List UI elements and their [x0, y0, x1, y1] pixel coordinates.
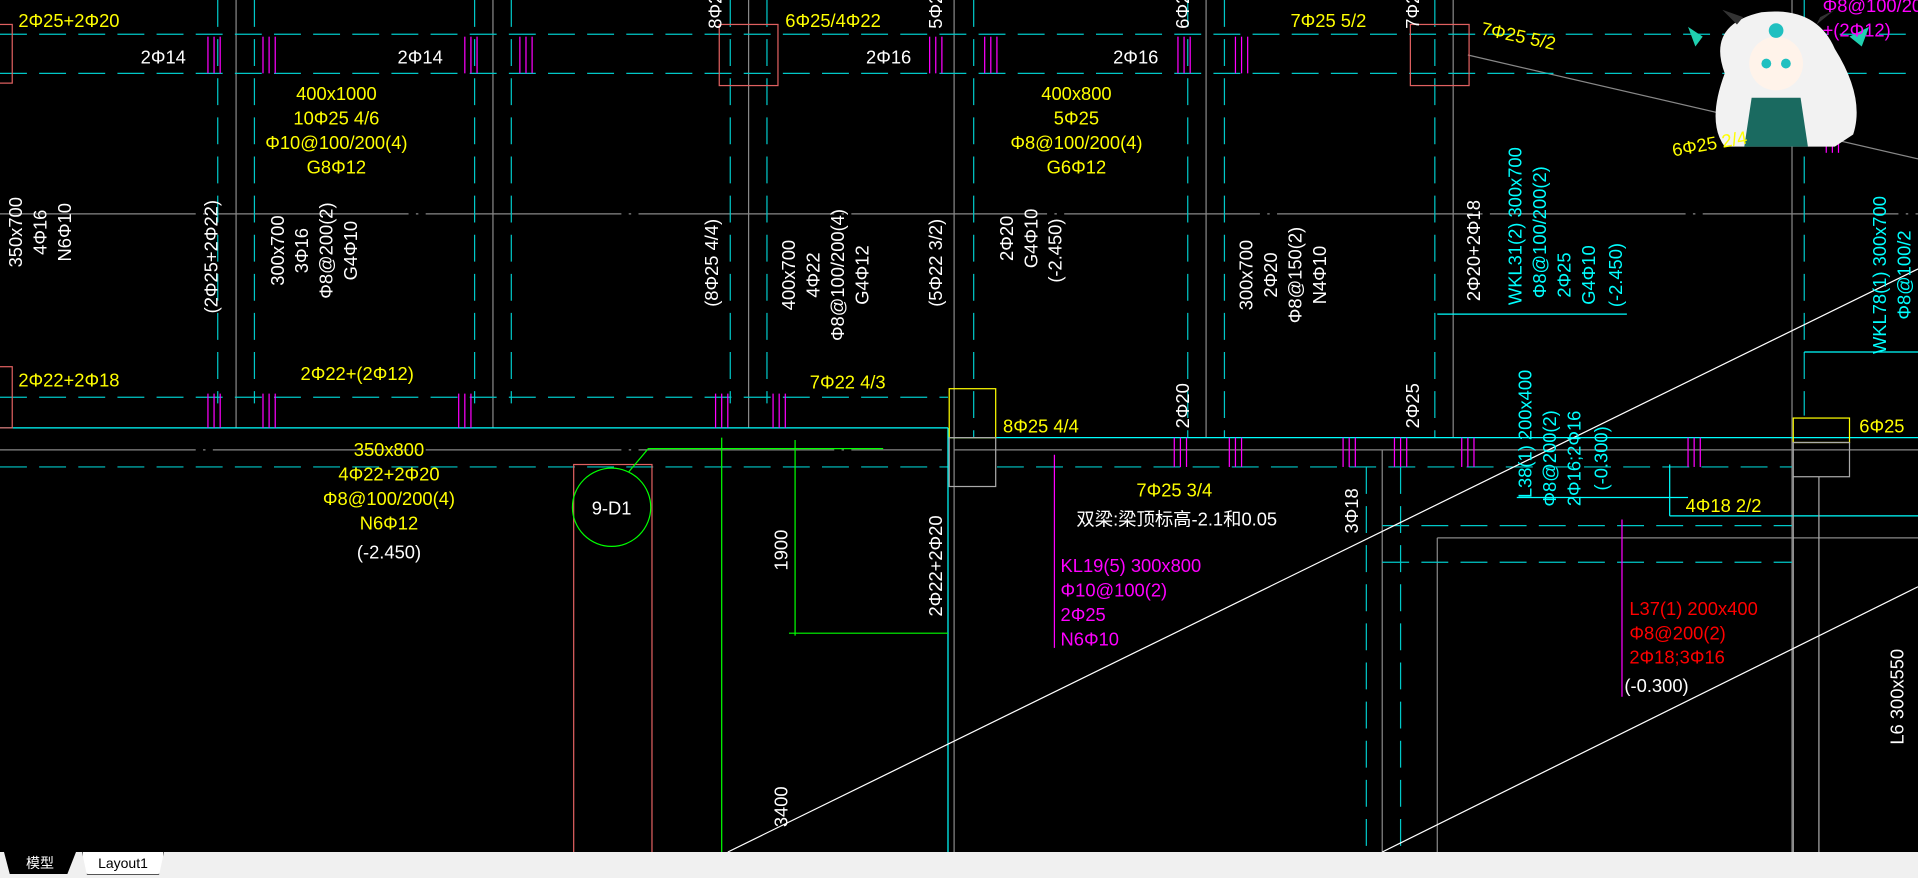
drawing-label: 6Φ25	[1172, 0, 1193, 29]
drawing-label: (-2.450)	[357, 542, 421, 563]
drawing-label: 2Φ14	[141, 47, 186, 68]
drawing-label: (-2.450)	[1605, 243, 1626, 307]
drawing-label: 400x800	[1041, 83, 1111, 104]
drawing-label: Φ8@100/200	[1823, 0, 1918, 16]
tab-layout1[interactable]: Layout1	[82, 852, 164, 875]
drawing-label: 7Φ25 5/2	[1290, 10, 1366, 31]
drawing-label: 2Φ22+2Φ20	[925, 515, 946, 616]
drawing-label: 7Φ25	[1402, 0, 1423, 29]
drawing-label: L37(1) 200x400	[1629, 598, 1757, 619]
layout-tab-bar: 模型 Layout1	[0, 852, 1918, 878]
drawing-label: (5Φ22 3/2)	[925, 219, 946, 307]
drawing-label: 7Φ25 5/2	[1479, 18, 1558, 54]
drawing-label: 3Φ18	[1341, 488, 1362, 533]
drawing-label: 2Φ20	[1260, 252, 1281, 297]
drawing-label: 10Φ25 4/6	[293, 108, 379, 129]
drawing-label: Φ8@100/200(4)	[827, 209, 848, 341]
drawing-label: 2Φ25	[1554, 252, 1575, 297]
drawing-label: Φ8@200(2)	[1629, 622, 1725, 643]
drawing-label: 2Φ16	[866, 47, 911, 68]
drawing-label: Φ8@100/200(4)	[323, 488, 455, 509]
drawing-label: WKL78(1) 300x700	[1869, 196, 1890, 354]
drawing-label: L6 300x550	[1886, 649, 1907, 745]
drawing-label: 3Φ16	[291, 228, 312, 273]
drawing-label: 300x700	[1236, 240, 1257, 310]
drawing-label: Φ10@100/200(4)	[265, 132, 407, 153]
drawing-label: KL19(5) 300x800	[1061, 555, 1202, 576]
drawing-label: (-0.300)	[1624, 675, 1688, 696]
drawing-label: Φ8@100/200(4)	[1010, 132, 1142, 153]
drawing-label: 400x1000	[296, 83, 377, 104]
drawing-label: 5Φ25	[925, 0, 946, 29]
drawing-label: N6Φ10	[54, 203, 75, 261]
drawing-label: G4Φ10	[1578, 245, 1599, 304]
drawing-label: 2Φ18;3Φ16	[1629, 647, 1725, 668]
drawing-label: L38(1) 200x400	[1514, 370, 1535, 498]
drawing-label: 2Φ25	[1061, 604, 1106, 625]
drawing-label: 2Φ20	[1172, 383, 1193, 428]
drawing-label: 7Φ22 4/3	[810, 372, 886, 393]
drawing-label: 2Φ14	[398, 47, 443, 68]
cad-drawing-canvas[interactable]: 2Φ25+2Φ20 6Φ25/4Φ22 7Φ25 5/2 7Φ25 5/2 400x10…	[0, 0, 1918, 852]
drawing-label: G4Φ12	[851, 245, 872, 304]
drawing-label: 1900	[771, 530, 792, 571]
drawing-label: WKL31(2) 300x700	[1505, 147, 1526, 305]
mascot-sticker-image	[1688, 9, 1870, 147]
drawing-label: 9-D1	[592, 498, 632, 519]
drawing-label: 2Φ22+2Φ18	[18, 369, 119, 390]
drawing-label: +(2Φ12)	[1823, 20, 1891, 41]
drawing-label: G4Φ10	[1020, 209, 1041, 268]
drawing-label: G6Φ12	[1047, 157, 1106, 178]
drawing-label: 4Φ16	[29, 210, 50, 255]
drawing-label: (2Φ25+2Φ22)	[201, 200, 222, 313]
drawing-label: 4Φ22+2Φ20	[338, 463, 439, 484]
drawing-label: 350x700	[5, 197, 26, 267]
drawing-label: 6Φ25	[1859, 416, 1904, 437]
drawing-label: 400x700	[778, 240, 799, 310]
drawing-label: 2Φ16	[1113, 47, 1158, 68]
drawing-label: 2Φ22+(2Φ12)	[300, 363, 413, 384]
drawing-label: Φ8@200(2)	[1539, 410, 1560, 506]
drawing-labels: 2Φ25+2Φ20 6Φ25/4Φ22 7Φ25 5/2 7Φ25 5/2 400x10…	[5, 0, 1918, 827]
drawing-label: 2Φ16;2Φ16	[1563, 411, 1584, 506]
drawing-label: 6Φ25 2/4	[1670, 127, 1748, 161]
drawing-label: 2Φ25	[1402, 383, 1423, 428]
drawing-label: Φ8@150(2)	[1284, 227, 1305, 323]
drawing-label: (8Φ25 4/4)	[701, 219, 722, 307]
drawing-label: 2Φ25+2Φ20	[18, 10, 119, 31]
drawing-label: 6Φ25/4Φ22	[785, 10, 881, 31]
drawing-label: 300x700	[267, 215, 288, 285]
drawing-label: Φ8@100/2	[1894, 230, 1915, 319]
drawing-label: 2Φ20	[996, 216, 1017, 261]
drawing-label: 4Φ18 2/2	[1686, 495, 1762, 516]
drawing-label: 4Φ22	[803, 252, 824, 297]
drawing-lines	[0, 0, 1918, 852]
tab-model[interactable]: 模型	[4, 852, 76, 874]
drawing-label: Φ10@100(2)	[1061, 580, 1168, 601]
drawing-label: Φ8@100/200(2)	[1529, 166, 1550, 298]
drawing-label: 7Φ25 3/4	[1136, 479, 1212, 500]
drawing-label: G8Φ12	[307, 157, 366, 178]
drawing-label: 2Φ20+2Φ18	[1463, 200, 1484, 301]
drawing-label: 双梁:梁顶标高-2.1和0.05	[1076, 509, 1277, 530]
drawing-label: Φ8@200(2)	[316, 202, 337, 298]
drawing-label: 8Φ25 4/4	[1003, 416, 1079, 437]
drawing-label: 5Φ25	[1054, 108, 1099, 129]
drawing-label: N6Φ10	[1061, 628, 1119, 649]
drawing-label: G4Φ10	[340, 221, 361, 280]
drawing-label: 350x800	[354, 439, 424, 460]
drawing-label: 8Φ25	[705, 0, 726, 29]
drawing-label: (-2.450)	[1045, 219, 1066, 283]
drawing-label: N6Φ12	[360, 512, 418, 533]
drawing-label: N4Φ10	[1309, 246, 1330, 304]
drawing-label: 3400	[771, 786, 792, 827]
drawing-label: (-0.300)	[1590, 426, 1611, 490]
